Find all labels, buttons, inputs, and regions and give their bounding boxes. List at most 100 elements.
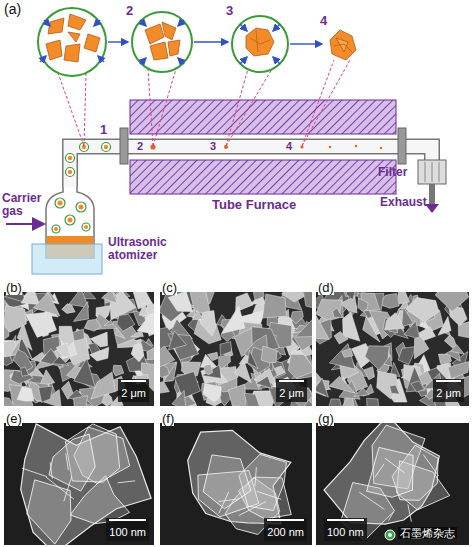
scale-text: 2 μm: [436, 387, 461, 399]
fold-ridge: [219, 492, 229, 513]
nanosheet-flake: [207, 352, 218, 361]
nanosheet-flake: [200, 311, 216, 337]
fold-ridge: [269, 458, 270, 459]
exhaust-label: Exhaust: [380, 196, 427, 209]
precursor-fragments: [46, 14, 356, 62]
sem-background: [316, 292, 469, 406]
nanosheet-flake: [219, 355, 231, 369]
zoom-leaders: [58, 60, 350, 146]
panel-letter: (c): [162, 281, 177, 295]
nanosheet-flake: [21, 367, 29, 377]
nanosheet-flake: [262, 294, 286, 318]
flange: [120, 128, 128, 164]
nanosheet-flake: [39, 386, 53, 402]
panel-letter: (d): [318, 281, 334, 295]
nanosheet-flake: [398, 347, 415, 365]
furnace-heater: [130, 100, 396, 134]
nanosheet-flake: [192, 310, 203, 319]
filter-mesh: [425, 162, 426, 182]
nanosheet-flake: [329, 376, 355, 393]
nanosheet-flake: [160, 346, 175, 370]
fold-lines: [250, 30, 352, 52]
nanosheet-flake: [295, 319, 312, 337]
zoom-circles: [38, 8, 288, 76]
crumpled-sheet: [21, 424, 151, 545]
nanosheet-flake: [303, 292, 312, 309]
nanosheet-flake: [256, 376, 272, 388]
panel-letter: (b): [6, 281, 22, 295]
scale-text: 2 μm: [279, 387, 304, 399]
sem-panel: (c) 2 μm: [160, 278, 312, 406]
watermark-icon: [384, 529, 396, 541]
nanosheet-flake: [411, 381, 425, 392]
fold-ridge: [375, 464, 384, 477]
stage-number: 1: [100, 123, 107, 137]
nanosheet-flake: [168, 331, 186, 350]
nanosheet-flake: [377, 371, 399, 399]
scale-line: [436, 380, 461, 382]
sem-panel: (d) 2 μm: [316, 278, 469, 406]
sheet-fold: [27, 480, 71, 544]
panel-letter: (a): [4, 2, 21, 17]
nanosheet-flake: [52, 356, 68, 365]
fold-ridge: [22, 468, 47, 477]
nanosheet-flake: [202, 365, 221, 379]
nanosheet-flake: [56, 343, 70, 357]
stage-number: 4: [320, 14, 327, 28]
nanosheet-flake: [406, 366, 425, 391]
sem-panel: (e)100 nm: [4, 409, 154, 545]
synthesis-schematic: [0, 0, 473, 278]
nanosheet-flake: [244, 393, 259, 406]
fold-ridge: [50, 462, 52, 478]
sem-panel: (g)100 nm: [316, 409, 469, 545]
nanosheet-flake: [261, 346, 277, 363]
nanosheet-flake: [4, 397, 15, 406]
nanosheet-flake: [90, 332, 107, 347]
sheet-fold: [49, 434, 95, 491]
nanosheet-flake: [21, 292, 39, 304]
sem-background: [160, 423, 312, 545]
nanosheet-flake: [448, 361, 469, 378]
droplets: [52, 143, 111, 234]
nanosheet-flake: [74, 358, 95, 387]
sem-panel: (b) 2 μm: [4, 278, 154, 406]
fold-ridge: [66, 453, 69, 470]
nanosheet-flake: [358, 298, 368, 311]
nanosheet-flake: [131, 344, 144, 362]
nanosheet-flake: [4, 306, 26, 333]
nanosheet-flake: [204, 364, 212, 375]
nanosheet-flake: [354, 388, 370, 396]
nanosheet-flake: [104, 320, 113, 325]
stage-number: 2: [137, 140, 143, 152]
nanosheet-flake: [367, 398, 379, 406]
scale-bar: 2 μm: [118, 379, 149, 402]
nanosheet-flake: [451, 345, 465, 355]
panel-letter: (g): [318, 412, 334, 426]
nanosheet-flake: [347, 292, 355, 300]
nanosheet-flake: [102, 292, 118, 303]
fold-ridge: [64, 477, 72, 502]
filter-mesh: [439, 162, 440, 182]
nanosheet-flake: [291, 311, 304, 324]
nanosheet-flake: [329, 344, 355, 370]
nanosheet-flake: [147, 348, 154, 360]
scale-line: [109, 519, 146, 521]
nanosheet-flake: [288, 354, 312, 378]
scale-text: 100 nm: [109, 526, 146, 538]
nanosheet-flake: [203, 383, 221, 402]
device-label: Filter: [378, 166, 407, 179]
nanosheet-flake: [328, 399, 341, 406]
scale-line: [327, 519, 364, 521]
nanosheet-flake: [342, 348, 353, 357]
nanosheet-flake: [365, 346, 389, 370]
nanosheet-flake: [17, 387, 34, 401]
fold-ridge: [239, 502, 266, 516]
nanosheet-flake: [384, 355, 392, 366]
scale-line: [121, 380, 146, 382]
nanosheet-flake: [385, 313, 405, 330]
exhaust-pipe: [429, 184, 435, 204]
fold-ridge: [388, 512, 393, 520]
nanosheet-flake: [253, 292, 264, 300]
nanosheet-flake: [404, 321, 420, 340]
